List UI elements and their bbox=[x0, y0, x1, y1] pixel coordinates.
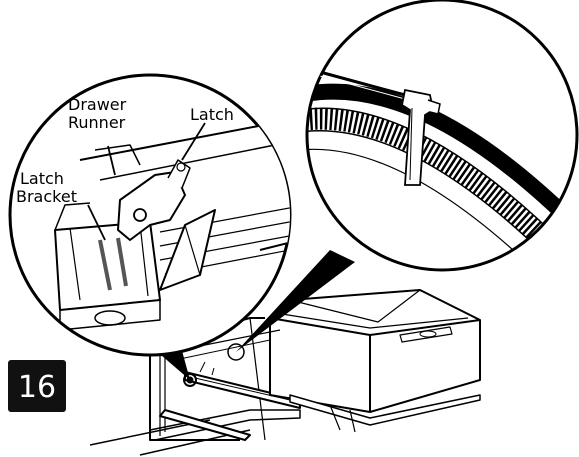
label-latch-bracket-line1: Latch bbox=[20, 169, 64, 188]
leader-latch bbox=[181, 122, 206, 161]
detail-circle-right bbox=[305, 0, 579, 272]
label-drawer-runner-line2: Runner bbox=[68, 113, 126, 132]
label-drawer-runner-line1: Drawer bbox=[68, 95, 127, 114]
pedestal-drawer bbox=[89, 289, 481, 456]
label-latch-bracket-line2: Bracket bbox=[16, 187, 77, 206]
callout-wedge-right bbox=[236, 250, 355, 352]
step-badge: 16 bbox=[8, 360, 66, 412]
step-number: 16 bbox=[18, 370, 56, 405]
leader-drawer-runner bbox=[107, 145, 116, 176]
detail-circle-left: Drawer Runner Latch Latch Bracket bbox=[8, 73, 292, 357]
label-latch: Latch bbox=[190, 105, 234, 124]
leader-latch-bracket bbox=[87, 204, 106, 241]
